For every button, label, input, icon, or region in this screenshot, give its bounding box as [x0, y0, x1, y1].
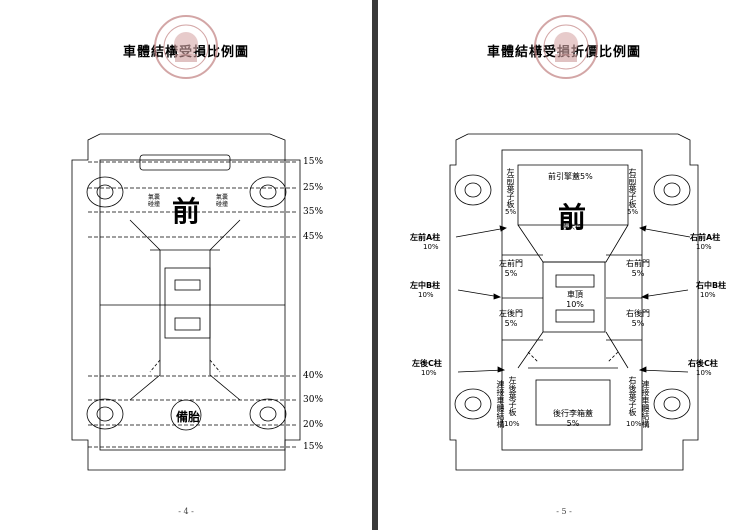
- right-b-pillar-label: 右中B柱: [696, 281, 727, 290]
- percent-line-5: 40%: [303, 371, 324, 381]
- right-fender-label: 右前葉子板: [628, 168, 637, 208]
- percent-line-1: 15%: [303, 157, 324, 167]
- right-airbag-label: 氣囊 碰撞: [216, 194, 229, 208]
- right-c-pillar-pct: 10%: [696, 369, 712, 377]
- left-a-pillar-label: 左前A柱: [410, 233, 441, 242]
- front-label: 前: [558, 201, 587, 234]
- page-number: - 4 -: [178, 507, 194, 516]
- left-c-pillar-pct: 10%: [421, 369, 437, 377]
- right-b-pillar-pct: 10%: [700, 291, 716, 299]
- page-4: 車體結構受損比例圖: [0, 0, 372, 530]
- right-rear-struct-label: 連接車體結構: [641, 380, 650, 428]
- percent-line-8: 15%: [303, 442, 324, 452]
- right-rear-fender-pct: 10%: [626, 420, 642, 428]
- car-damage-diagram-left: [71, 133, 301, 471]
- left-rear-fender-label: 左後葉子板: [508, 376, 517, 416]
- percent-line-3: 35%: [303, 207, 324, 217]
- front-note-label: 左大樑: [563, 224, 582, 231]
- right-rear-fender-label: 右後葉子板: [628, 376, 637, 416]
- percent-line-6: 30%: [303, 395, 324, 405]
- percent-line-7: 20%: [303, 420, 324, 430]
- left-airbag-label: 氣囊 碰撞: [148, 194, 161, 208]
- left-b-pillar-label: 左中B柱: [410, 281, 441, 290]
- page-number: - 5 -: [556, 507, 572, 516]
- right-fender-pct: 5%: [627, 208, 639, 216]
- left-fender-pct: 5%: [505, 208, 517, 216]
- right-c-pillar-label: 右後C柱: [688, 359, 718, 368]
- left-fender-label: 左前葉子板: [506, 168, 515, 208]
- association-seal-logo: [534, 15, 598, 79]
- front-label: 前: [172, 195, 201, 228]
- car-damage-diagram-right: [449, 133, 699, 471]
- association-seal-logo: [154, 15, 218, 79]
- left-rear-struct-label: 連接車體結構: [496, 380, 505, 428]
- page-5: 車體結構受損折價比例圖: [378, 0, 750, 530]
- percent-line-4: 45%: [303, 232, 324, 242]
- left-rear-fender-pct: 10%: [504, 420, 520, 428]
- spare-tire-label: 備胎: [176, 410, 201, 424]
- right-a-pillar-label: 右前A柱: [690, 233, 721, 242]
- hood-label: 前引擎蓋5%: [548, 172, 593, 181]
- left-b-pillar-pct: 10%: [418, 291, 434, 299]
- left-a-pillar-pct: 10%: [423, 243, 439, 251]
- right-a-pillar-pct: 10%: [696, 243, 712, 251]
- percent-line-2: 25%: [303, 183, 324, 193]
- left-c-pillar-label: 左後C柱: [412, 359, 442, 368]
